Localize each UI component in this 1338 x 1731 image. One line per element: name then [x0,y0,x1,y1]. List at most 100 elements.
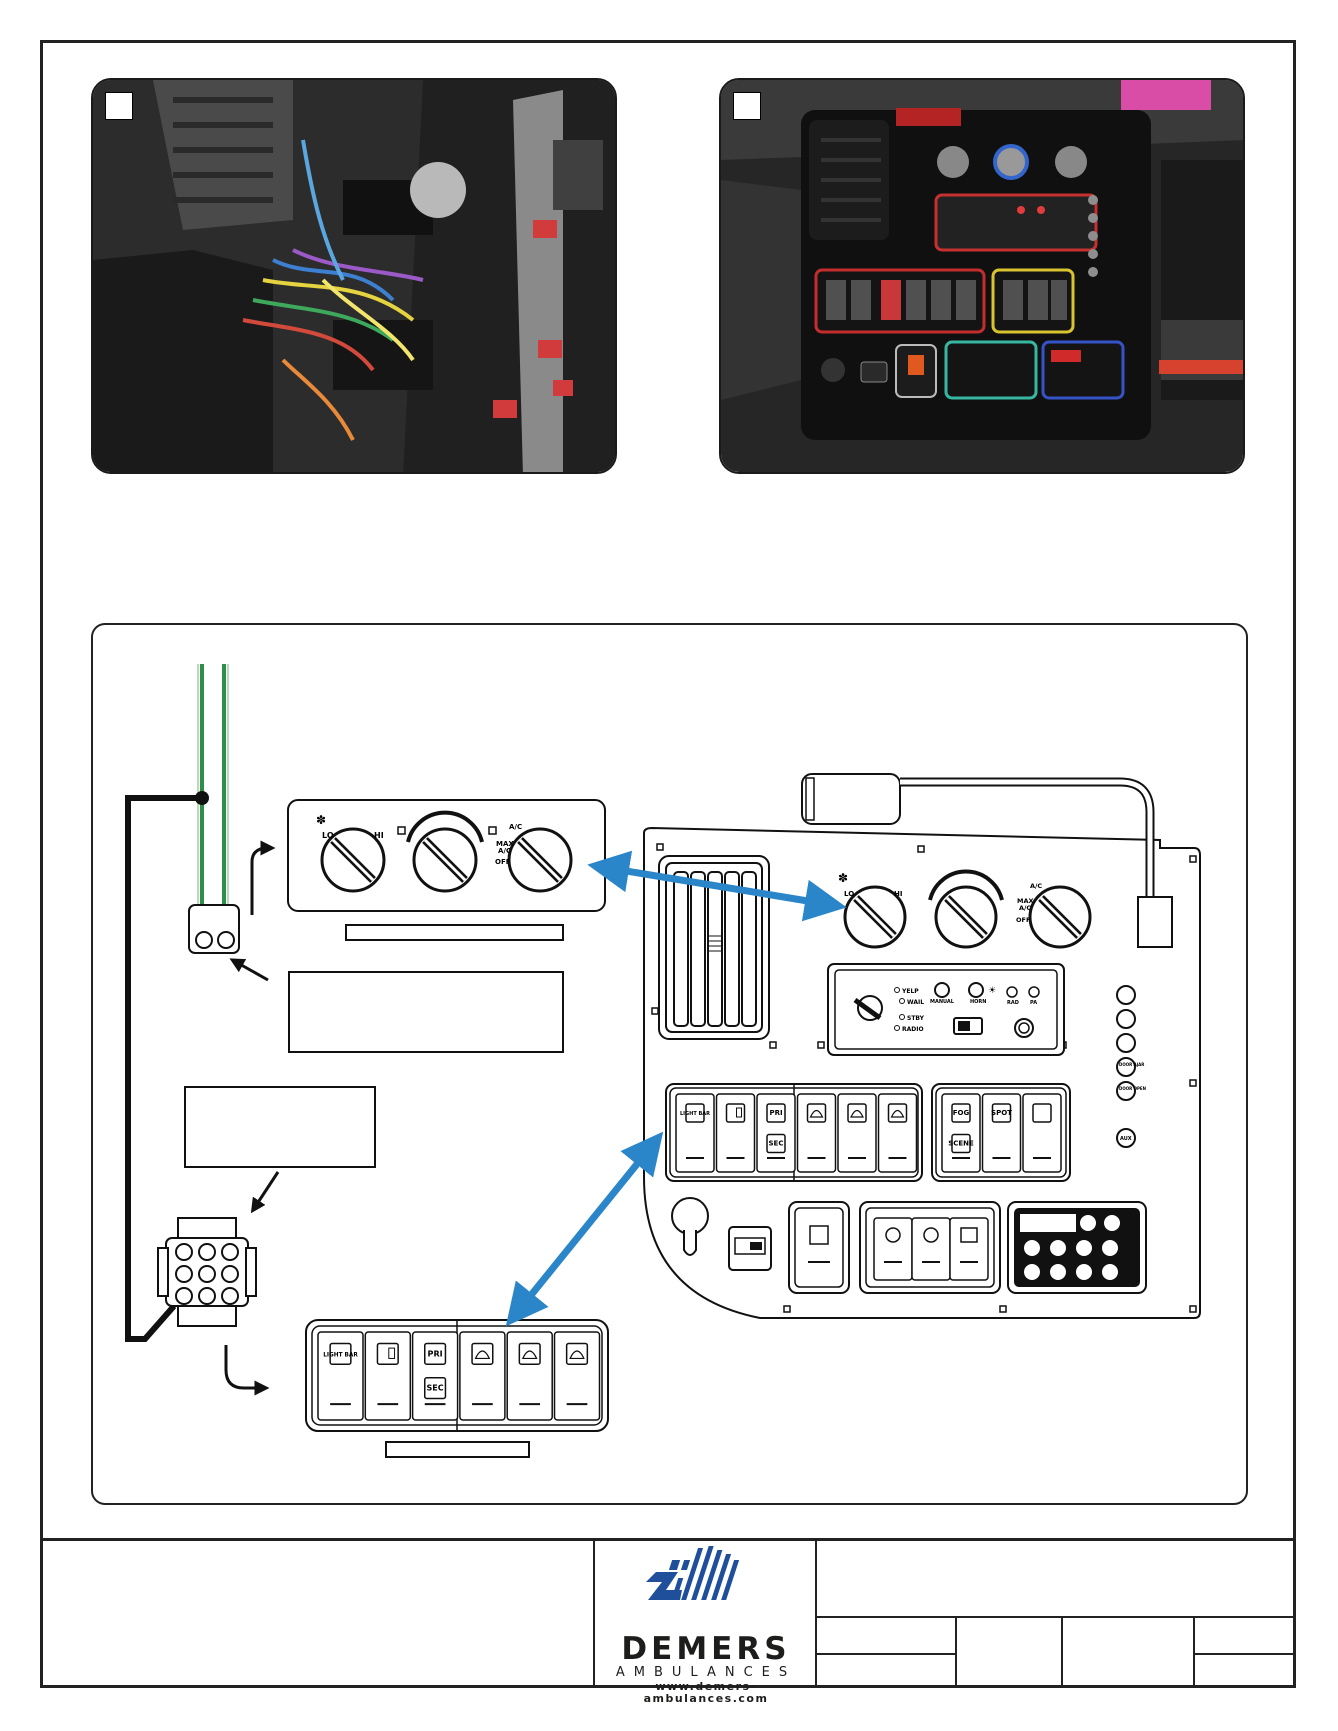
label-bar-hvac [345,924,564,941]
photo-panel-installed [719,78,1245,474]
siren-radio-label: RADIO [902,1026,924,1033]
sun-icon: ☀ [988,985,996,995]
beacon-icon [850,1109,864,1118]
siren-pa-label: PA [1030,1000,1037,1006]
beacon-icon [809,1109,824,1118]
arrow-to-connector [229,958,269,982]
brand-tagline: AMBULANCES [615,1665,797,1680]
title-block-row-2b [1193,1653,1296,1655]
mode-off-label: OFF [495,858,511,866]
detail-switch-label-sec: SEC [426,1384,443,1393]
aux-label: AUX [1120,1136,1132,1142]
diagram-panel [91,623,1248,1505]
title-block-divider-2 [815,1538,817,1688]
arrow-to-hvac-panel [250,840,276,915]
panel-right-switch-2 [1022,1093,1062,1173]
door-ajar-label: DOOR AJAR [1119,1062,1144,1067]
mode-ac-top-label: A/C [509,823,522,831]
page-frame [40,40,1296,1688]
siren-horn-label: HORN [970,999,986,1005]
panel-left-switch-2: PRI SEC [756,1093,796,1173]
hvac-module-detail: LO HI ✽ MAX A/C OFF A/C [287,799,606,912]
fan-icon: ✽ [316,813,326,827]
lighter-socket [671,1197,709,1256]
title-block-row-1 [815,1616,1296,1618]
detail-switch-5 [553,1331,601,1421]
title-block-col-1 [955,1616,957,1688]
title-block-row-2a [815,1653,955,1655]
detail-switch-label-pri: PRI [428,1349,443,1358]
detail-switch-4 [506,1331,553,1421]
photo-wiring-exposed [91,78,617,474]
panel-left-switch-4 [837,1093,877,1173]
panel-left-switch-1 [715,1093,756,1173]
detail-switch-3 [459,1331,506,1421]
label-bar-switches [385,1441,530,1458]
brand-name: DEMERS [621,1631,791,1667]
fan-speed-knob [320,827,386,893]
siren-wail-label: WAIL [907,999,924,1006]
panel-left-switch-label-sec: SEC [769,1140,784,1148]
title-block-divider-1 [593,1538,595,1688]
blue-arrow-hvac [587,850,847,922]
panel-left-switch-label-pri: PRI [769,1109,782,1117]
harness-wires [197,664,229,906]
detail-switch-0: LIGHT BAR [317,1331,364,1421]
panel-right-switch-0: FOG SCENE [941,1093,981,1173]
triple-switch [859,1201,1001,1294]
callout-box-2 [184,1086,376,1168]
siren-rad-label: RAD [1007,1000,1019,1006]
panel-left-switch-3 [796,1093,837,1173]
fan-low-label: LO [322,831,334,840]
dash-panel: ✽ LO HI MAX A/C OFF A/C YELP [643,773,1201,1319]
panel-mode-ac-top-label: A/C [1030,882,1042,890]
title-block-col-2 [1061,1616,1063,1688]
photo-marker-1 [105,92,133,120]
side-indicators [1116,985,1136,1148]
ground-wire [125,795,202,1342]
nine-pin-connector [157,1217,257,1327]
demers-logo-mark [646,1546,740,1600]
beacon-icon [474,1350,491,1360]
beacon-icon [890,1109,905,1118]
remote-sensor [801,773,1173,948]
mode-ac-label: A/C [498,847,511,855]
title-block-top-line [40,1538,1296,1541]
title-block-col-3 [1193,1616,1195,1688]
callout-box-1 [288,971,564,1053]
climate-keypad [1007,1201,1147,1294]
arrow-to-switch-bank [224,1345,270,1396]
panel-mode-ac-label: A/C [1019,904,1031,912]
fan-icon: ✽ [838,871,848,885]
panel-right-switch-1: SPOT [981,1093,1022,1173]
beacon-icon [569,1350,585,1360]
brand-url: www.demers-ambulances.com [643,1680,769,1705]
splice-point [195,791,209,805]
siren-yelp-label: YELP [901,988,919,995]
siren-manual-label: MANUAL [930,999,955,1005]
panel-mode-off-label: OFF [1016,916,1030,924]
blank-icon [1032,1103,1052,1123]
siren-controller: YELP WAIL STBY RADIO MANUAL HORN ☀ RAD P… [827,963,1065,1056]
blue-arrow-switches [505,1131,664,1327]
door-open-label: DOOR OPEN [1119,1086,1146,1091]
siren-stby-label: STBY [907,1015,925,1022]
panel-right-switch-label-fog: FOG [953,1109,970,1117]
beacon-icon [521,1350,538,1360]
mode-max-label: MAX [496,840,514,848]
panel-mode-max-label: MAX [1017,897,1034,905]
panel-fan-high-label: HI [894,890,902,898]
two-pin-connector [188,904,240,954]
panel-fan-low-label: LO [844,890,854,898]
temperature-knob [406,810,484,893]
detail-switch-2: PRI SEC [411,1331,459,1421]
panel-right-switch-label-scene: SCENE [948,1140,974,1148]
arrow-to-nine-pin [250,1171,280,1214]
mode-knob [507,827,573,893]
fan-high-label: HI [374,831,384,840]
trailer-switch [728,1226,772,1271]
panel-left-switch-0: LIGHT BAR [675,1093,715,1173]
panel-right-switch-label-spot: SPOT [991,1109,1012,1117]
detail-switch-label-light_bar: LIGHT BAR [323,1352,358,1358]
